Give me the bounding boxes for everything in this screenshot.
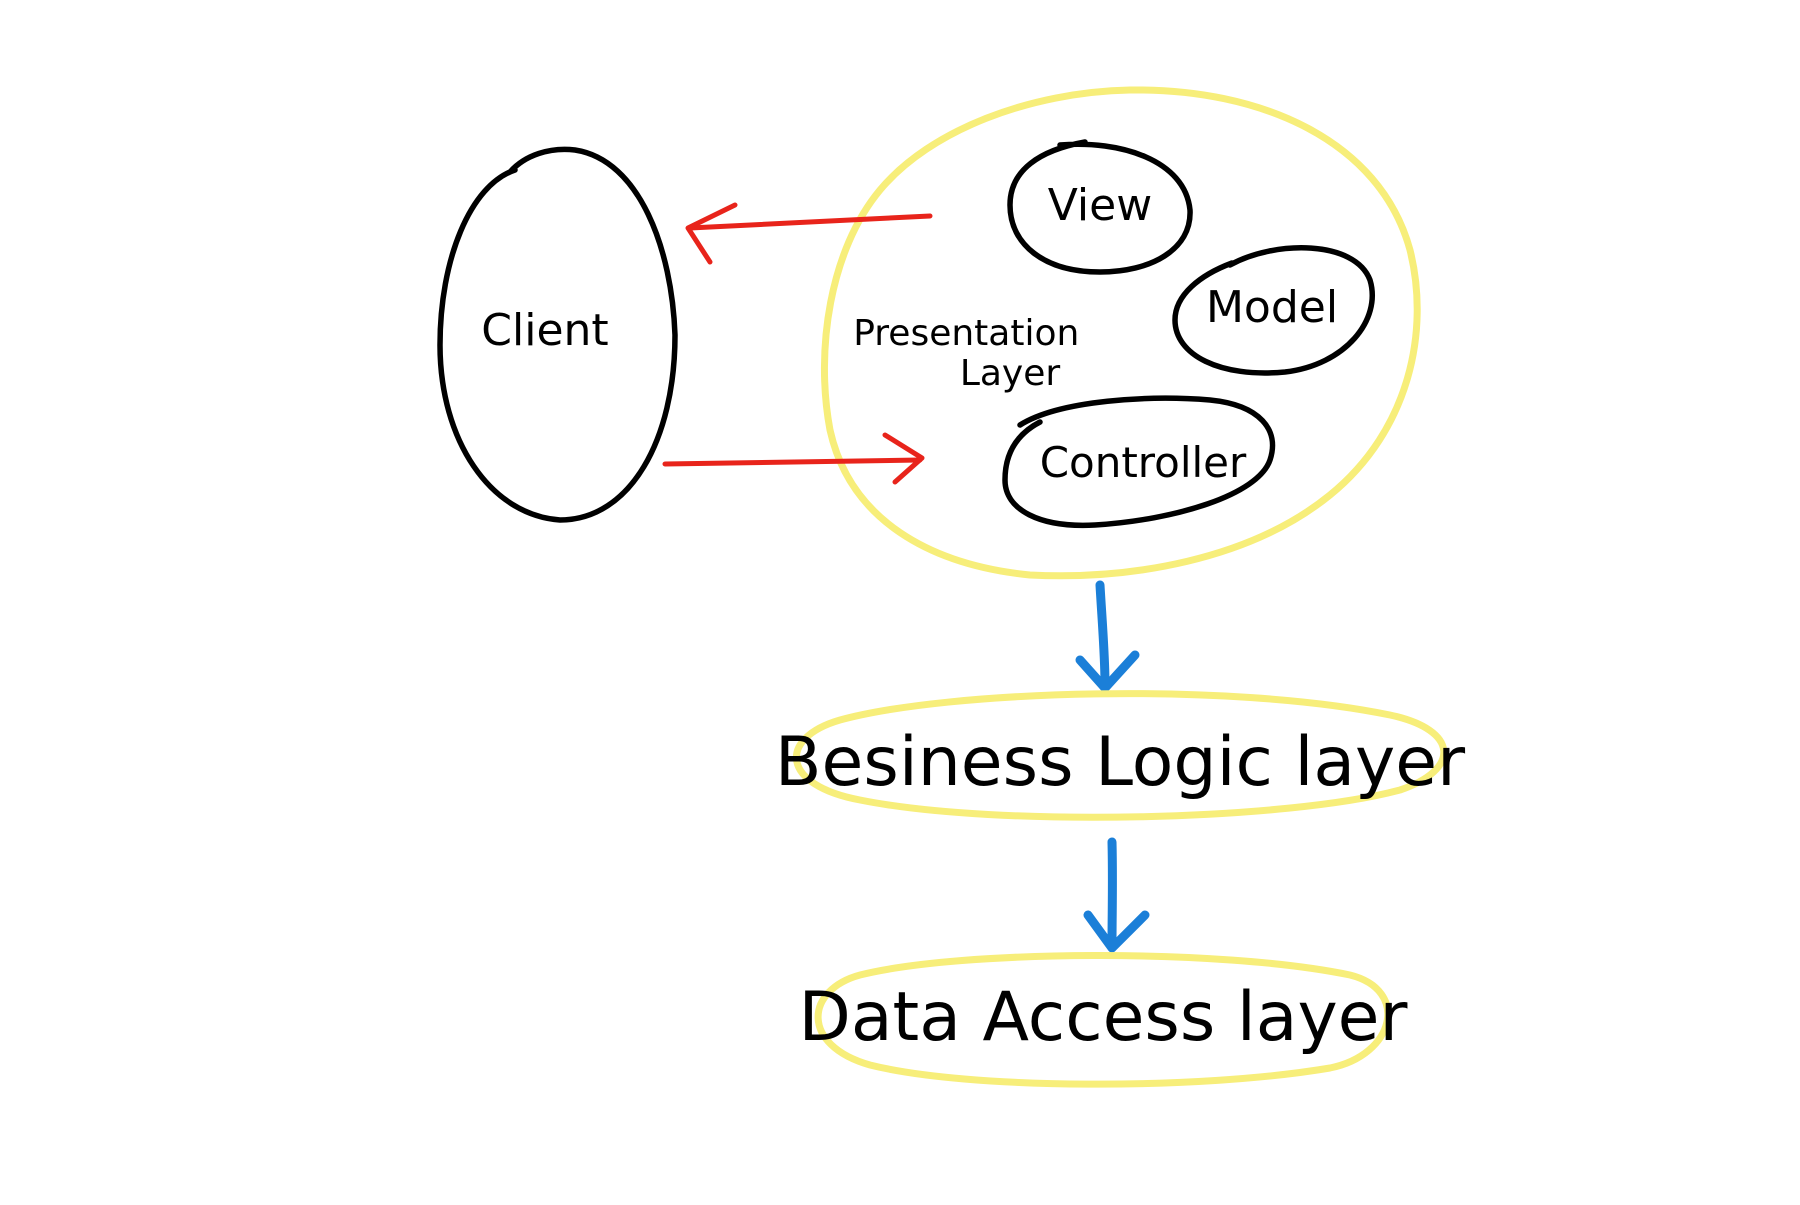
business-to-data-arrow: [1088, 842, 1145, 948]
controller-label: Controller: [1040, 438, 1247, 487]
presentation-layer-label-line1: Presentation: [853, 313, 1079, 354]
presentation-to-business-arrow: [1080, 585, 1135, 688]
client-label: Client: [481, 305, 608, 356]
controller-node: Controller: [1005, 398, 1273, 525]
client-node: Client: [440, 149, 675, 520]
presentation-layer: Presentation Layer View Model Controller: [824, 90, 1417, 576]
data-access-layer: Data Access layer: [799, 955, 1408, 1084]
response-arrow: [688, 205, 930, 262]
response-arrow-line: [690, 216, 930, 228]
view-node: View: [1010, 142, 1190, 272]
response-arrow-head: [688, 205, 735, 262]
presentation-layer-label: Presentation Layer: [853, 313, 1091, 394]
model-label: Model: [1206, 282, 1338, 333]
data-access-layer-label: Data Access layer: [799, 978, 1408, 1057]
model-node: Model: [1175, 248, 1372, 373]
request-arrow: [665, 435, 922, 482]
presentation-layer-label-line2: Layer: [960, 353, 1061, 394]
presentation-to-business-arrow-line: [1100, 585, 1105, 685]
business-logic-layer-label: Besiness Logic layer: [775, 723, 1465, 802]
request-arrow-line: [665, 460, 920, 464]
view-label: View: [1048, 180, 1152, 231]
business-logic-layer: Besiness Logic layer: [775, 694, 1465, 818]
